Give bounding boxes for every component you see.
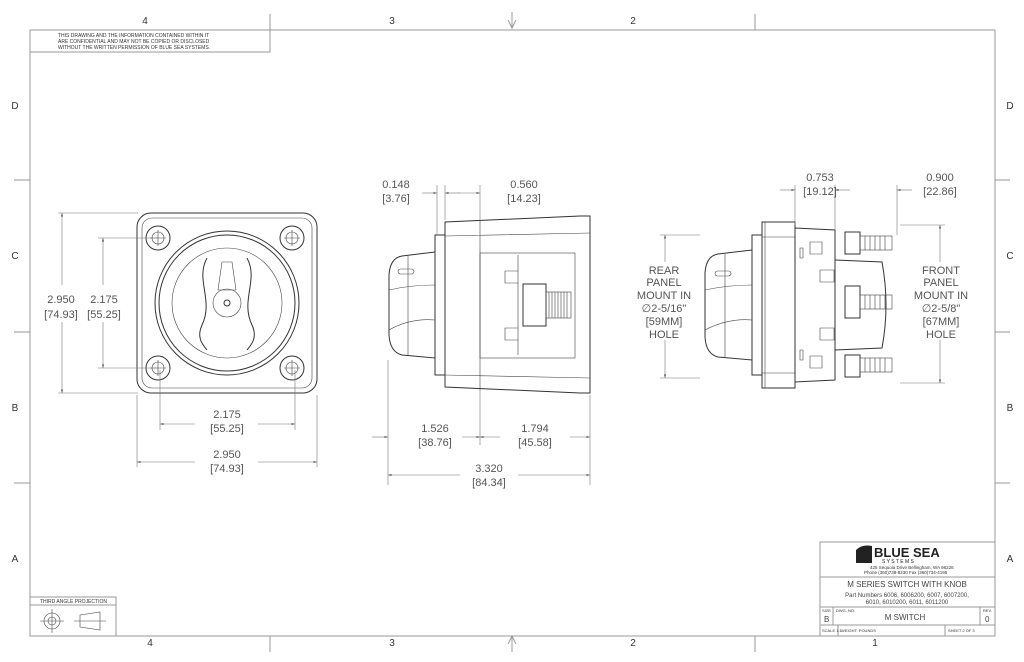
- drawing-label: SCALE 1:1: [822, 628, 843, 633]
- drawing-label: 3: [389, 638, 395, 649]
- blue-sea-logo: BLUE SEA S Y S T E M S: [856, 545, 940, 565]
- drawing-label: A: [12, 554, 19, 565]
- drawing-label: B: [824, 615, 829, 624]
- drawing-label: [3.76]: [382, 193, 410, 205]
- zone-labels: 4 3 2 4 3 2 1 D C B A D C B A: [11, 16, 1013, 649]
- drawing-label: [55.25]: [87, 309, 121, 321]
- drawing-label: MOUNT IN: [914, 290, 968, 302]
- drawing-label: [22.86]: [923, 186, 957, 198]
- drawing-label: ∅2-5/8": [922, 303, 961, 315]
- drawing-label: MOUNT IN: [637, 290, 691, 302]
- drawing-label: ARE CONFIDENTIAL AND MAY NOT BE COPIED O…: [58, 39, 210, 45]
- drawing-label: 6010, 6010200, 6011, 6011200: [866, 600, 949, 606]
- drawing-label: Phone (360)738-8230 Fax (360)734-4195: [864, 570, 948, 575]
- terminal-stud-icon: [844, 231, 893, 378]
- drawing-label: DWG. NO.: [836, 608, 855, 613]
- drawing-label: B: [12, 403, 19, 414]
- drawing-label: 2.950: [213, 449, 241, 461]
- drawing-label: 0.900: [926, 172, 954, 184]
- third-angle-projection: THIRD ANGLE PROJECTION: [29, 596, 117, 637]
- drawing-label: [55.25]: [210, 423, 244, 435]
- rear-mount-view: 0.753 [19.12] 0.900 [22.86] REAR PANEL M…: [637, 172, 968, 389]
- drawing-label: THIRD ANGLE PROJECTION: [40, 599, 107, 605]
- drawing-label: Part Numbers 6006, 6006200, 6007, 600720…: [845, 593, 969, 599]
- drawing-label: 1.794: [521, 423, 549, 435]
- drawing-label: [74.93]: [210, 463, 244, 475]
- drawing-label: SIZE: [822, 608, 831, 613]
- drawing-label: WITHOUT THE WRITTEN PERMISSION OF BLUE S…: [58, 45, 210, 51]
- drawing-label: WEIGHT: POUNDS: [841, 628, 876, 633]
- center-arrow-bottom-icon: [507, 634, 517, 650]
- drawing-label: A: [1007, 554, 1014, 565]
- drawing-label: 0.148: [382, 179, 410, 191]
- drawing-label: 0.560: [510, 179, 538, 191]
- projection-symbol-icon: [40, 609, 106, 633]
- drawing-label: 1.526: [421, 423, 449, 435]
- drawing-label: D: [11, 101, 18, 112]
- drawing-label: REAR: [649, 265, 680, 277]
- drawing-label: [59MM]: [646, 316, 683, 328]
- center-arrow-top-icon: [507, 12, 517, 30]
- drawing-label: C: [1006, 251, 1013, 262]
- drawing-label: 425 Sequoia Drive Bellingham, WA 98226: [870, 565, 954, 570]
- drawing-label: 0.753: [806, 172, 834, 184]
- drawing-label: REV.: [983, 608, 992, 613]
- drawing-label: S Y S T E M S: [882, 559, 915, 565]
- front-view: 2.950 [74.93] 2.175 [55.25] 2.175 [55.25…: [44, 212, 318, 475]
- side-view: 0.148 [3.76] 0.560 [14.23] 1.526 [38.76]…: [372, 179, 591, 489]
- drawing-label: [84.34]: [472, 477, 506, 489]
- drawing-label: D: [1006, 101, 1013, 112]
- drawing-label: [45.58]: [518, 437, 552, 449]
- drawing-label: M SERIES SWITCH WITH KNOB: [847, 580, 967, 589]
- drawing-label: FRONT: [922, 265, 960, 277]
- title-block: BLUE SEA S Y S T E M S 425 Sequoia Drive…: [819, 541, 996, 637]
- drawing-label: SHEET 2 OF 3: [948, 628, 975, 633]
- confidentiality-notice: THIS DRAWING AND THE INFORMATION CONTAIN…: [29, 29, 271, 53]
- drawing-label: [67MM]: [923, 316, 960, 328]
- drawing-label: C: [11, 251, 18, 262]
- drawing-label: 1: [872, 638, 878, 649]
- drawing-label: [14.23]: [507, 193, 541, 205]
- drawing-label: ∅2-5/16": [642, 303, 687, 315]
- sheet-frame: [14, 12, 1010, 652]
- drawing-label: 2.175: [213, 409, 241, 421]
- drawing-label: 2.950: [47, 294, 75, 306]
- drawing-label: 3: [389, 16, 395, 27]
- drawing-label: 2: [630, 638, 636, 649]
- drawing-label: 3.320: [475, 463, 503, 475]
- drawing-label: HOLE: [649, 329, 679, 341]
- drawing-label: THIS DRAWING AND THE INFORMATION CONTAIN…: [58, 33, 209, 39]
- drawing-label: 0: [985, 615, 990, 624]
- drawing-label: PANEL: [923, 277, 958, 289]
- drawing-label: 2.175: [90, 294, 118, 306]
- drawing-label: HOLE: [926, 329, 956, 341]
- drawing-label: [19.12]: [803, 186, 837, 198]
- drawing-label: BLUE SEA: [874, 545, 940, 560]
- drawing-label: 2: [630, 16, 636, 27]
- drawing-label: [74.93]: [44, 309, 78, 321]
- drawing-label: [38.76]: [418, 437, 452, 449]
- drawing-label: M SWITCH: [885, 613, 926, 622]
- drawing-label: 4: [142, 16, 148, 27]
- mounting-hole-icon: [145, 225, 305, 381]
- drawing-label: B: [1007, 403, 1014, 414]
- drawing-label: PANEL: [646, 277, 681, 289]
- drawing-label: 4: [147, 638, 153, 649]
